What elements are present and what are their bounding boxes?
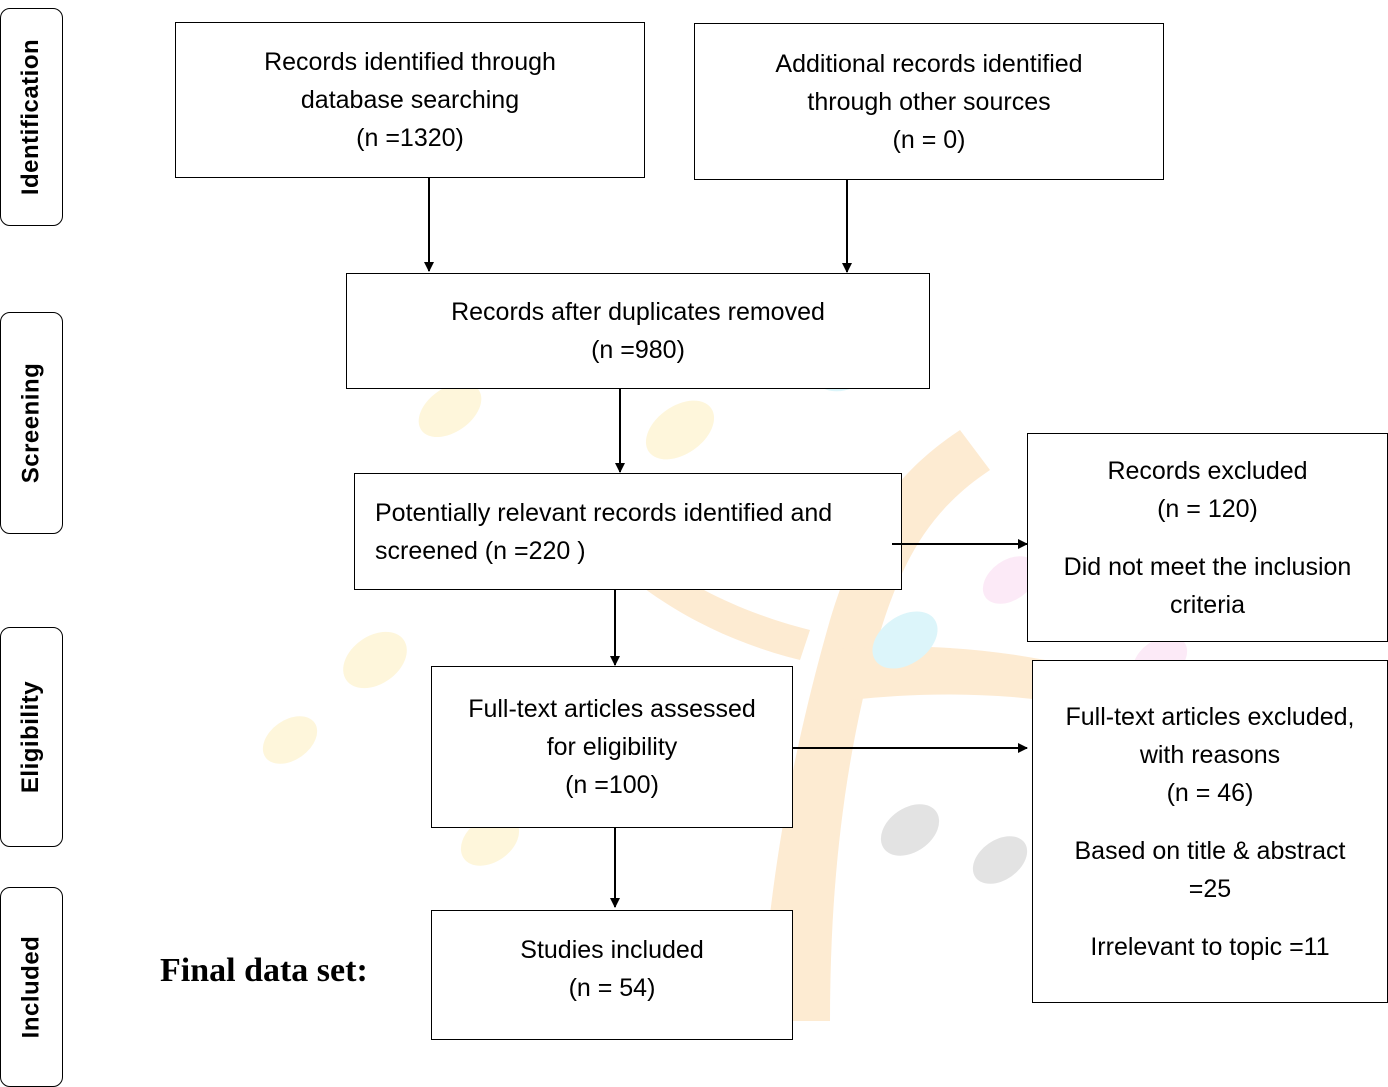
fulltext-excluded-box: Full-text articles excluded, with reason… [1032,660,1388,1003]
final-data-set-label: Final data set: [160,952,368,989]
stage-included: Included [0,887,63,1087]
fulltext-assessed-box: Full-text articles assessed for eligibil… [431,666,793,828]
screened-box: Potentially relevant records identified … [354,473,902,590]
stage-identification: Identification [0,8,63,226]
stage-eligibility: Eligibility [0,627,63,847]
other-sources-box: Additional records identified through ot… [694,23,1164,180]
stage-screening: Screening [0,312,63,534]
studies-included-box: Studies included (n = 54) [431,910,793,1040]
database-search-box: Records identified through database sear… [175,22,645,178]
records-excluded-box: Records excluded (n = 120) Did not meet … [1027,433,1388,642]
after-duplicates-box: Records after duplicates removed (n =980… [346,273,930,389]
